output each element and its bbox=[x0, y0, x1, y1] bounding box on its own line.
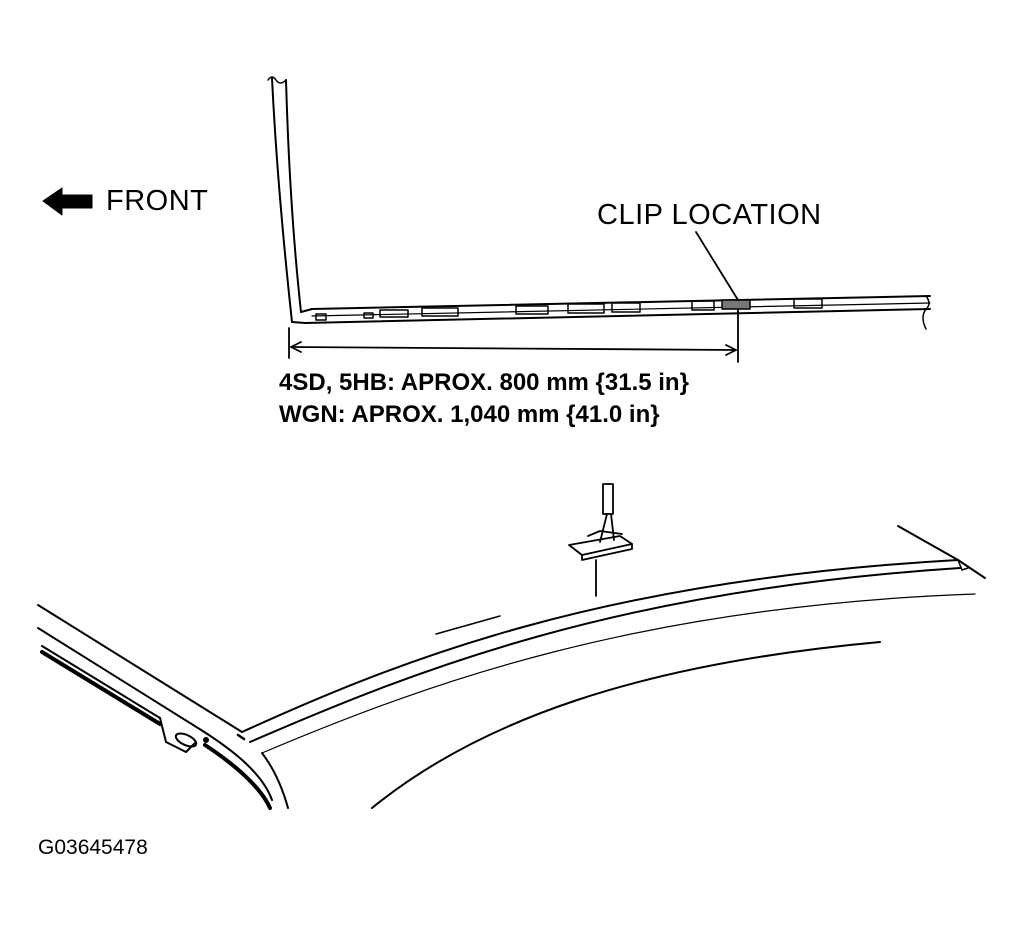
roof-clip-part bbox=[568, 483, 633, 597]
arrow-left-icon bbox=[42, 187, 93, 216]
dimension-label-wagon: WGN: APROX. 1,040 mm {41.0 in} bbox=[279, 401, 660, 428]
figure-code: G03645478 bbox=[38, 836, 148, 859]
dimension-label-sedan-hatchback: 4SD, 5HB: APROX. 800 mm {31.5 in} bbox=[279, 369, 689, 396]
clip-location-label: CLIP LOCATION bbox=[597, 199, 822, 231]
roof-outline bbox=[37, 525, 986, 810]
molding-side-view bbox=[267, 76, 931, 330]
front-label: FRONT bbox=[106, 185, 209, 217]
clip-location-leader bbox=[695, 231, 739, 301]
dimension-line bbox=[288, 309, 739, 363]
